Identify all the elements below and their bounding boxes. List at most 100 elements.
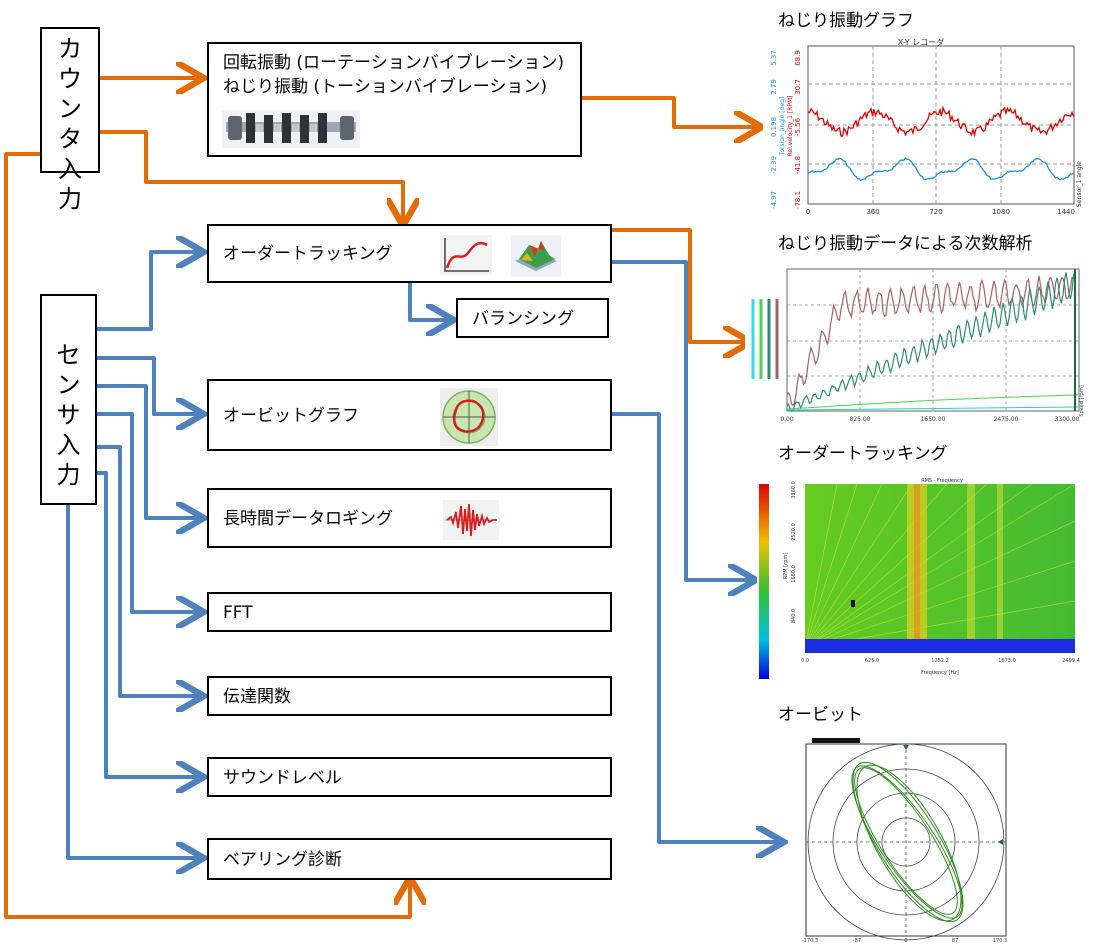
order-tracking-label: オーダートラッキング: [223, 244, 393, 264]
order-analysis-title: ねじり振動データによる次数解析: [778, 234, 1033, 254]
order-map-x-label: Frequency [Hz]: [921, 670, 959, 676]
orbit-tick: -170.3: [802, 938, 818, 944]
torsion-axis-x: Sensor_1 angle: [1076, 161, 1083, 207]
torsion-window-title: X-Y レコーダ: [898, 37, 944, 47]
torsion-graph-title: ねじり振動グラフ: [778, 11, 914, 31]
transfer-function-label: 伝達関数: [223, 687, 291, 707]
torsion-xtick: 1440: [1057, 208, 1075, 216]
transfer-function-box: 伝達関数: [207, 676, 612, 716]
balancing-box: バランシング: [456, 298, 609, 338]
sensor-input-label: センサ入力: [42, 340, 95, 490]
torsion-right-tick: -41.8: [794, 156, 802, 174]
long-logging-box: 長時間データロギング: [207, 488, 612, 548]
order-tracking-box: オーダートラッキング: [207, 224, 612, 283]
order-brown-series: [786, 275, 1076, 407]
arrow-torsion-to-graph: [582, 96, 758, 127]
order-xtick: 1650.00: [921, 416, 946, 423]
torsion-blue-series: [807, 157, 1074, 182]
label-char: セ: [56, 341, 81, 369]
torsion-left-tick: 5.37: [770, 50, 778, 66]
orbit-graph-box: オービットグラフ: [207, 379, 612, 451]
arrow-sensor-to-sound: [97, 471, 200, 777]
torsion-xtick: 0: [806, 208, 810, 216]
label-char: 入: [58, 155, 82, 183]
torsion-red-series: [807, 105, 1075, 138]
order-xtick: 3300.00: [1055, 416, 1080, 423]
label-char: ウ: [58, 65, 82, 93]
orbit-tick: -87: [853, 938, 861, 944]
order-teal-series: [786, 270, 1076, 413]
torsion-xtick: 360: [866, 208, 879, 216]
order-map-header: RMS - Frequency: [921, 478, 963, 484]
orbit-plot-icon: [440, 388, 498, 446]
arrow-orbit-to-orbitplot: [612, 412, 780, 842]
arrow-sensor-to-transfer: [97, 445, 200, 696]
order-tracking-title: オーダートラッキング: [778, 444, 948, 464]
arrow-sensor-to-logging: [97, 384, 200, 518]
rotation-vibration-label: 回転振動 (ローテーションバイブレーション): [223, 53, 564, 73]
orbit-plot: -170.3 -87 0 87 170.3: [790, 732, 1016, 944]
arrow-sensor-to-bearing: [66, 505, 200, 858]
order-map-xtick: 1873.0: [998, 658, 1016, 664]
fft-box: FFT: [207, 592, 612, 632]
order-cyan-series: [786, 406, 1080, 411]
order-map-y-label: RPM [rpm]: [783, 553, 789, 579]
order-map-xtick: 2499.4: [1062, 658, 1080, 664]
order-xtick: 0.00: [780, 416, 794, 423]
counter-input-box: カウンタ入力: [40, 27, 100, 213]
label-char: ン: [58, 95, 82, 123]
order-analysis-graph: 0.00 825.00 1650.00 2475.00 3300.00 Spee…: [745, 259, 1085, 431]
order-tracking-map: RMS - Frequency 0.0 625.0 1251.2 1873.0 …: [757, 476, 1083, 680]
order-map-ytick: 2520.0: [791, 523, 797, 541]
order-map-ytick: 840.0: [791, 609, 797, 623]
torsion-right-tick: 68.9: [794, 50, 802, 66]
arrow-sensor-to-orbit: [97, 356, 200, 414]
counter-input-label: カウンタ入力: [42, 34, 98, 214]
torsion-right-tick: -78.1: [794, 191, 802, 209]
order-xtick: 2475.00: [994, 416, 1019, 423]
orbit-tick: 170.3: [993, 938, 1007, 944]
sound-level-label: サウンドレベル: [223, 768, 342, 788]
torsion-left-tick: 2.79: [770, 79, 778, 95]
order-map-ytick: 1680.0: [791, 565, 797, 583]
torsion-left-tick: -4.97: [770, 191, 778, 209]
label-char: タ: [58, 125, 82, 153]
line-graph-icon: [440, 235, 492, 275]
order-map-ytick: 3360.0: [791, 481, 797, 499]
bearing-diagnosis-box: ベアリング診断: [207, 838, 612, 880]
balancing-label: バランシング: [472, 309, 574, 329]
arrow-sensor-to-fft: [97, 412, 200, 612]
order-xtick: 825.00: [850, 416, 871, 423]
order-map-xtick: 1251.2: [931, 658, 949, 664]
torsion-xtick: 720: [929, 208, 942, 216]
torsion-right-tick: -5.56: [794, 117, 802, 136]
order-map-band: [997, 484, 1003, 648]
orbit-tick: 87: [952, 938, 958, 944]
fft-label: FFT: [223, 603, 253, 623]
label-char: 入: [56, 431, 81, 459]
arrow-order-to-analysis: [612, 228, 747, 342]
torsion-axis-left: Torsion_angle [deg]: [779, 97, 786, 157]
order-map-xtick: 0.0: [801, 658, 809, 664]
order-map-xtick: 625.0: [865, 658, 879, 664]
order-axis-x: Speed [rpm]: [1079, 385, 1085, 416]
torsion-vibration-box: 回転振動 (ローテーションバイブレーション) ねじり振動 (トーションバイブレー…: [207, 42, 582, 157]
torsion-vibration-label: ねじり振動 (トーションバイブレーション): [223, 77, 547, 97]
arrow-sensor-to-order: [97, 252, 200, 331]
orbit-title: オービット: [778, 705, 863, 725]
sound-level-box: サウンドレベル: [207, 757, 612, 797]
label-char: 力: [58, 185, 82, 213]
order-map-floor: [805, 639, 1075, 653]
torsion-right-tick: 30.7: [794, 79, 802, 95]
label-char: サ: [56, 401, 81, 429]
torsion-axis-right: Rel.velocity_1 [RPM]: [787, 96, 794, 157]
torsion-left-tick: 0.198: [770, 117, 778, 137]
3d-surface-icon: [511, 235, 561, 277]
order-map-band: [914, 484, 920, 648]
label-char: カ: [58, 35, 82, 63]
sensor-input-box: センサ入力: [40, 294, 97, 505]
order-lightgreen-series: [786, 394, 1080, 410]
torsion-graph: X-Y レコーダ 0 360 720 1080 1440 5.37 2.79 0…: [763, 34, 1083, 220]
arrow-order-to-ordermap: [612, 260, 752, 580]
